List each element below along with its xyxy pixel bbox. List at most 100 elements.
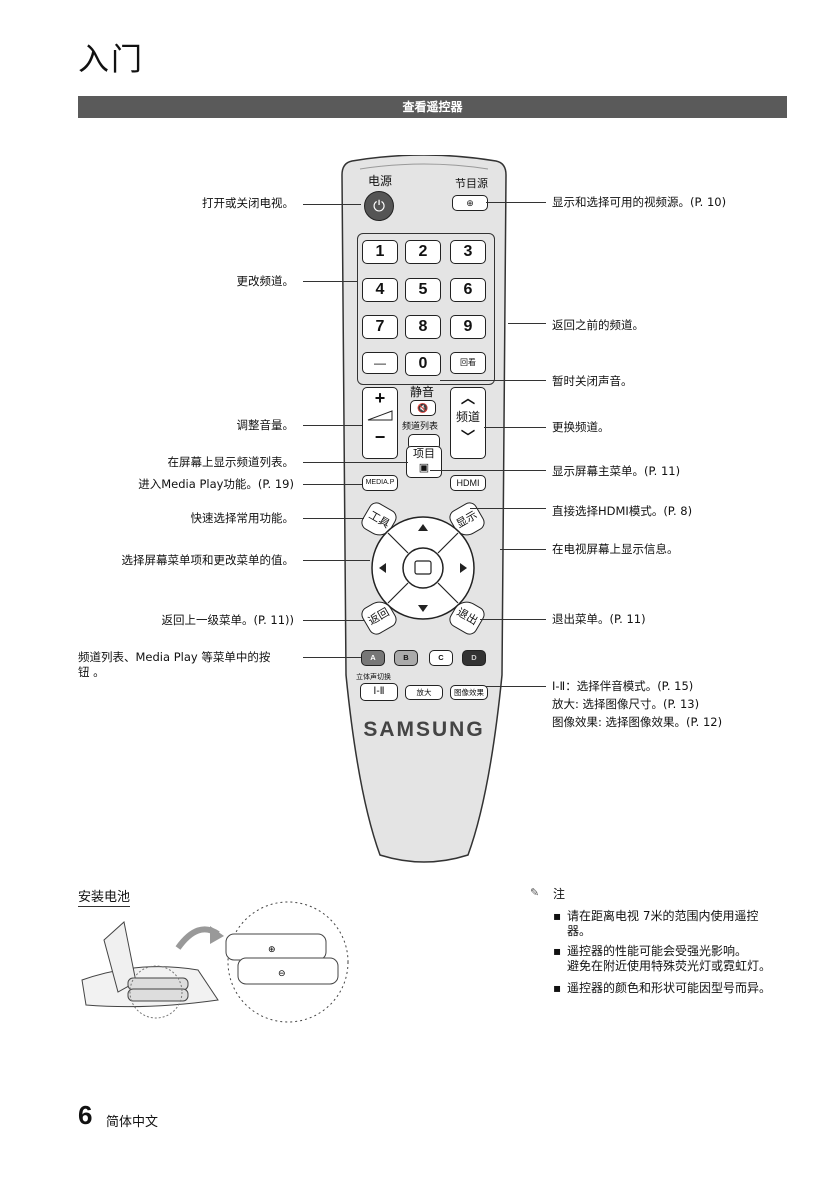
media-p-button[interactable]: MEDIA.P xyxy=(362,475,398,491)
leader-line xyxy=(303,657,361,658)
leader-line xyxy=(480,619,546,620)
leader-line xyxy=(303,560,370,561)
power-caption: 电源 xyxy=(368,174,393,188)
source-input-icon: ⊕ xyxy=(466,198,474,208)
note-bullet-icon: ▪ xyxy=(553,981,562,995)
source-button[interactable]: ⊕ xyxy=(452,195,488,211)
leader-line xyxy=(500,549,546,550)
callout-mute: 暂时关闭声音。 xyxy=(552,374,633,388)
callout-tools: 快速选择常用功能。 xyxy=(190,511,295,525)
volume-up-icon: + xyxy=(374,388,386,408)
callout-channel: 更换频道。 xyxy=(552,420,610,434)
section-bar: 查看遥控器 xyxy=(78,96,787,118)
color-button-a[interactable]: A xyxy=(361,650,385,666)
stereo-button[interactable]: Ⅰ-Ⅱ xyxy=(360,683,398,701)
svg-text:⊕: ⊕ xyxy=(268,945,276,955)
color-button-d[interactable]: D xyxy=(462,650,486,666)
leader-line xyxy=(303,484,362,485)
digit-6-button[interactable]: 6 xyxy=(450,278,486,302)
battery-heading: 安装电池 xyxy=(78,886,131,907)
leader-line xyxy=(508,323,546,324)
note-bullet-icon: ▪ xyxy=(553,909,562,923)
power-button[interactable]: ⏻ xyxy=(364,191,394,221)
digit-7-button[interactable]: 7 xyxy=(362,315,398,339)
digit-1-button[interactable]: 1 xyxy=(362,240,398,264)
note-pencil-icon: ✎ xyxy=(530,886,540,899)
callout-menu-select: 选择屏幕菜单项和更改菜单的值。 xyxy=(121,553,295,567)
menu-icon: ▣ xyxy=(418,462,430,474)
color-button-c[interactable]: C xyxy=(429,650,453,666)
leader-line xyxy=(484,427,546,428)
callout-channel-change: 更改频道。 xyxy=(236,274,295,288)
leader-line xyxy=(486,686,546,687)
leader-line xyxy=(430,470,546,471)
digit-2-button[interactable]: 2 xyxy=(405,240,441,264)
leader-line xyxy=(303,281,357,282)
channel-down-icon: ﹀ xyxy=(461,429,475,445)
callout-stereo: Ⅰ-Ⅱ：选择伴音模式。(P. 15) xyxy=(552,679,694,693)
page-language: 简体中文 xyxy=(106,1115,159,1130)
note-item: 遥控器的颜色和形状可能因型号而异。 xyxy=(567,981,772,995)
digit-4-button[interactable]: 4 xyxy=(362,278,398,302)
callout-picture-effect: 图像效果: 选择图像效果。(P. 12) xyxy=(552,715,723,729)
callout-power: 打开或关闭电视。 xyxy=(202,196,294,210)
svg-text:⊖: ⊖ xyxy=(278,969,286,979)
menu-button[interactable]: 项目 ▣ xyxy=(406,446,442,478)
callout-color-line2: 钮 。 xyxy=(78,665,105,679)
callout-media-play: 进入Media Play功能。(P. 19) xyxy=(138,477,294,491)
mute-speaker-icon: 🔇 xyxy=(417,403,429,413)
channel-rocker[interactable]: ︿ 频道 ﹀ xyxy=(450,387,486,459)
volume-rocker[interactable]: + − xyxy=(362,387,398,459)
number-pad-frame xyxy=(357,233,495,385)
digit-0-button[interactable]: 0 xyxy=(405,352,441,376)
callout-exit: 退出菜单。(P. 11) xyxy=(552,612,646,626)
leader-line xyxy=(440,380,546,381)
digit-9-button[interactable]: 9 xyxy=(450,315,486,339)
callout-color-line1: 频道列表、Media Play 等菜单中的按 xyxy=(78,650,271,664)
leader-line xyxy=(303,620,364,621)
callout-zoom: 放大: 选择图像尺寸。(P. 13) xyxy=(552,697,700,711)
color-button-b[interactable]: B xyxy=(394,650,418,666)
stereo-caption: 立体声切换 xyxy=(356,673,391,681)
source-caption: 节目源 xyxy=(455,177,488,190)
picture-effect-button[interactable]: 图像效果 xyxy=(450,685,488,700)
digit-3-button[interactable]: 3 xyxy=(450,240,486,264)
callout-return: 返回上一级菜单。(P. 11)) xyxy=(161,613,294,627)
digit-5-button[interactable]: 5 xyxy=(405,278,441,302)
callout-source: 显示和选择可用的视频源。(P. 10) xyxy=(552,195,727,209)
note-item: 遥控器的性能可能会受强光影响。 xyxy=(567,944,748,958)
callout-menu: 显示屏幕主菜单。(P. 11) xyxy=(552,464,681,478)
callout-prech: 返回之前的频道。 xyxy=(552,318,644,332)
callout-volume: 调整音量。 xyxy=(236,418,295,432)
callout-channel-list: 在屏幕上显示频道列表。 xyxy=(167,455,295,469)
battery-illustration: ⊕ ⊖ xyxy=(81,901,349,1023)
brand-logo: SAMSUNG xyxy=(363,718,485,741)
channel-up-icon: ︿ xyxy=(461,390,475,406)
dash-button[interactable]: — xyxy=(362,352,398,374)
note-bullet-icon: ▪ xyxy=(553,944,562,958)
notes-heading: 注 xyxy=(553,887,566,901)
leader-line xyxy=(470,508,546,509)
page-title: 入门 xyxy=(78,42,144,78)
mute-caption: 静音 xyxy=(410,385,435,399)
channel-caption: 频道 xyxy=(455,410,480,424)
callout-info: 在电视屏幕上显示信息。 xyxy=(552,542,679,556)
callout-hdmi: 直接选择HDMI模式。(P. 8) xyxy=(552,504,693,518)
menu-caption: 项目 xyxy=(413,448,435,460)
leader-line xyxy=(303,425,362,426)
d-pad[interactable] xyxy=(370,515,476,621)
note-item: 避免在附近使用特殊荧光灯或霓虹灯。 xyxy=(567,959,772,973)
zoom-button[interactable]: 放大 xyxy=(405,685,443,700)
note-item: 请在距离电视 7米的范围内使用遥控 xyxy=(567,909,759,923)
chlist-caption: 频道列表 xyxy=(402,422,439,432)
mute-button[interactable]: 🔇 xyxy=(410,400,436,416)
page-number: 6 xyxy=(78,1100,93,1130)
leader-line xyxy=(486,202,546,203)
volume-ramp-icon xyxy=(367,410,393,421)
digit-8-button[interactable]: 8 xyxy=(405,315,441,339)
leader-line xyxy=(303,204,361,205)
volume-down-icon: − xyxy=(374,427,386,447)
hdmi-button[interactable]: HDMI xyxy=(450,475,486,491)
note-item: 器。 xyxy=(567,924,592,938)
prech-button[interactable]: 回看 xyxy=(450,352,486,374)
